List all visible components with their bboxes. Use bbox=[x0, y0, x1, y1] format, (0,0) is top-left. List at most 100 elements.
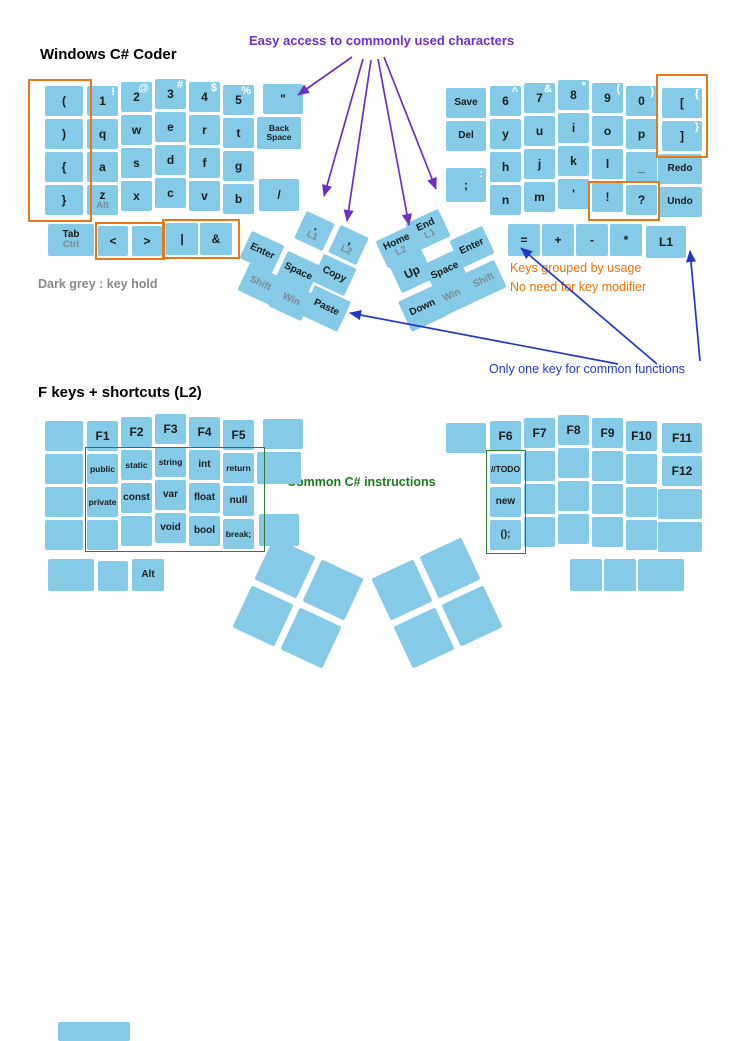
key-label: Back Space bbox=[266, 123, 292, 142]
key-hold-label: L2 bbox=[338, 242, 353, 258]
key-symbol: > bbox=[132, 226, 162, 256]
key-shift-symbol: ( bbox=[616, 83, 620, 95]
key-label: a bbox=[99, 159, 106, 174]
key-symbol: = bbox=[508, 224, 540, 256]
highlight-box-orange bbox=[162, 219, 240, 259]
key-label: F5 bbox=[231, 427, 246, 442]
key-label: static bbox=[125, 459, 148, 470]
key-label: h bbox=[501, 159, 510, 174]
key-label: F8 bbox=[566, 422, 581, 437]
key-label: c bbox=[167, 185, 174, 200]
highlight-box-green bbox=[85, 447, 265, 552]
key-label: Tab bbox=[62, 228, 80, 240]
note-keys-grouped-by-usage: Keys grouped by usage bbox=[510, 261, 642, 275]
highlight-box-green bbox=[486, 450, 526, 554]
key-blank bbox=[592, 484, 623, 514]
key-shift-symbol: ) bbox=[650, 86, 654, 98]
key-symbol: ! bbox=[592, 182, 623, 212]
key-label: = bbox=[520, 232, 528, 247]
key-shift-symbol: } bbox=[694, 121, 699, 133]
key-blank bbox=[87, 520, 118, 550]
key-r: r bbox=[189, 115, 220, 145]
key-label: Enter bbox=[248, 240, 277, 262]
key-label: v bbox=[201, 188, 208, 203]
key-o: o bbox=[592, 116, 623, 146]
key-g: g bbox=[223, 151, 254, 181]
key-blank bbox=[626, 487, 657, 517]
key-label: * bbox=[623, 232, 629, 247]
key-1: !1 bbox=[87, 86, 118, 116]
key-label: new bbox=[495, 495, 516, 507]
key-label: 3 bbox=[167, 86, 174, 101]
key-f7: F7 bbox=[524, 418, 555, 448]
key-n: n bbox=[490, 185, 521, 215]
key-l: l bbox=[592, 149, 623, 179]
key-label: y bbox=[502, 126, 509, 141]
key-label: ' bbox=[572, 186, 575, 201]
key-int: int bbox=[189, 450, 220, 480]
key-label: ( bbox=[62, 93, 66, 108]
key-label: q bbox=[98, 126, 107, 141]
key-label: + bbox=[554, 232, 562, 247]
key-symbol: & bbox=[200, 223, 232, 255]
key-label: [ bbox=[680, 95, 684, 110]
key-static: static bbox=[121, 450, 152, 480]
key-label: Copy bbox=[320, 264, 348, 285]
key-symbol: + bbox=[542, 224, 574, 256]
highlight-box-orange bbox=[656, 74, 708, 158]
key-w: w bbox=[121, 115, 152, 145]
key-f9: F9 bbox=[592, 418, 623, 448]
key-float: float bbox=[189, 483, 220, 513]
key-label: return bbox=[226, 462, 251, 473]
key-label: F2 bbox=[129, 424, 144, 439]
key-void: void bbox=[155, 513, 186, 543]
key-label: } bbox=[61, 192, 67, 207]
key-blank bbox=[604, 559, 636, 591]
key-label: p bbox=[637, 126, 646, 141]
key-label: < bbox=[109, 233, 117, 248]
key-b: b bbox=[223, 184, 254, 214]
key-symbol: }] bbox=[662, 121, 702, 151]
key-blank bbox=[45, 520, 83, 550]
key-symbol: ? bbox=[626, 185, 657, 215]
key-label: j bbox=[537, 156, 542, 171]
key-label: F12 bbox=[671, 463, 693, 478]
key-label: F1 bbox=[95, 428, 110, 443]
key-public: public bbox=[87, 454, 118, 484]
key-label: F3 bbox=[163, 421, 178, 436]
key-label: 4 bbox=[201, 89, 208, 104]
key-8: *8 bbox=[558, 80, 589, 110]
note-easy-access: Easy access to commonly used characters bbox=[249, 33, 515, 48]
key-label: void bbox=[160, 521, 181, 533]
key-blank bbox=[592, 517, 623, 547]
key-label: 0 bbox=[638, 93, 645, 108]
key-l1: L1 bbox=[646, 226, 686, 258]
key-label: F4 bbox=[197, 424, 212, 439]
key-symbol: ' bbox=[558, 179, 589, 209]
key-blank bbox=[638, 559, 684, 591]
key-null: null bbox=[223, 486, 254, 516]
key-label: Del bbox=[458, 129, 474, 141]
key-blank bbox=[45, 421, 83, 451]
key-label: Alt bbox=[141, 568, 155, 580]
key-label: o bbox=[603, 123, 612, 138]
key-k: k bbox=[558, 146, 589, 176]
key-shift-symbol: { bbox=[694, 88, 699, 100]
key-label: Win bbox=[441, 286, 463, 305]
key-label: Win bbox=[280, 290, 302, 309]
key-label: f bbox=[202, 155, 207, 170]
key-label: Save bbox=[454, 96, 478, 108]
key-shift-symbol: ! bbox=[111, 86, 115, 98]
key-label: float bbox=[193, 491, 216, 503]
key-blank bbox=[441, 585, 503, 647]
key-4: $4 bbox=[189, 82, 220, 112]
key-label: m bbox=[534, 189, 545, 204]
layer2-title: F keys + shortcuts (L2) bbox=[38, 384, 202, 401]
key-6: ^6 bbox=[490, 86, 521, 116]
key-symbol: ( bbox=[45, 86, 83, 116]
key-del: Del bbox=[446, 121, 486, 151]
key-label: z bbox=[99, 187, 106, 202]
key-f3: F3 bbox=[155, 414, 186, 444]
note-one-key-common-functions: Only one key for common functions bbox=[489, 362, 685, 376]
